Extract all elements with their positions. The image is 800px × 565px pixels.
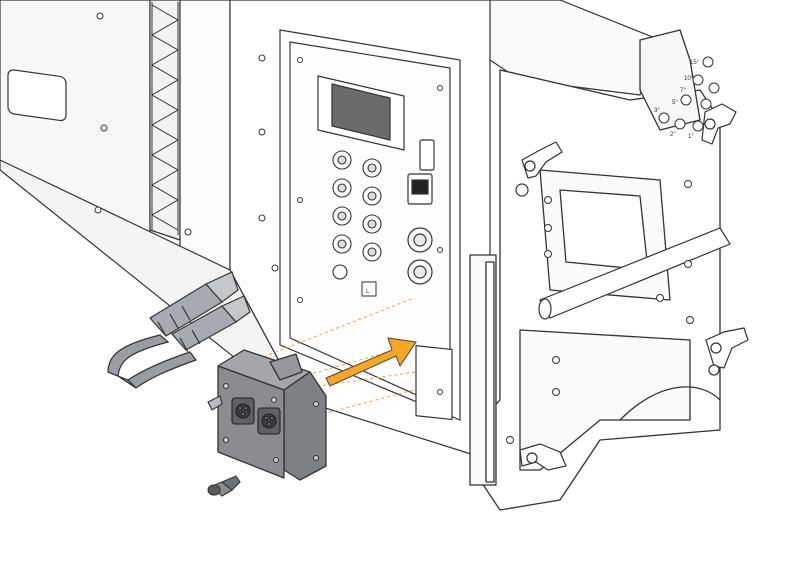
angle-label: 7° — [680, 88, 686, 94]
brand-logo-text: L — [366, 289, 370, 295]
frame-holes — [506, 180, 694, 444]
panel-screws — [297, 57, 443, 395]
side-handle-recess — [7, 69, 67, 122]
cabinet-screws — [94, 12, 279, 272]
cabinet-grille — [150, 2, 180, 235]
loose-screw — [207, 475, 241, 497]
angle-label: 15° — [690, 60, 700, 66]
module-connector — [257, 407, 281, 435]
panel-connectors — [332, 150, 382, 280]
angle-label: 3° — [654, 108, 660, 114]
brand-logo: L — [361, 281, 377, 297]
connector-row — [332, 206, 382, 234]
module-connector — [231, 397, 255, 425]
side-bolt — [515, 183, 720, 376]
angle-label: 10° — [684, 76, 694, 82]
rigging-bar — [538, 227, 731, 320]
connector-row — [332, 178, 382, 206]
module-slot-cover — [415, 345, 453, 421]
module-screws — [223, 383, 319, 463]
connector-module — [217, 349, 327, 481]
angle-label: 5° — [672, 100, 678, 106]
insertion-arrow — [325, 337, 417, 387]
quick-release-pin — [521, 141, 563, 179]
display-screen — [317, 75, 405, 151]
rigging-frame — [469, 29, 721, 511]
xlr-plug — [171, 295, 251, 353]
xlr-plug — [149, 271, 239, 337]
panel-knob — [332, 264, 348, 280]
angle-label: 2° — [670, 132, 676, 138]
rigging-angle-holes — [658, 56, 720, 132]
connector-row — [332, 150, 382, 178]
module-pin — [207, 395, 223, 411]
connector-row — [332, 234, 382, 262]
fuse-holder — [419, 139, 435, 171]
angle-label: 1° — [688, 134, 694, 140]
quick-release-pin — [519, 443, 567, 471]
quick-release-pin — [701, 103, 737, 145]
xlr-cables — [107, 334, 197, 389]
power-section — [407, 139, 435, 285]
